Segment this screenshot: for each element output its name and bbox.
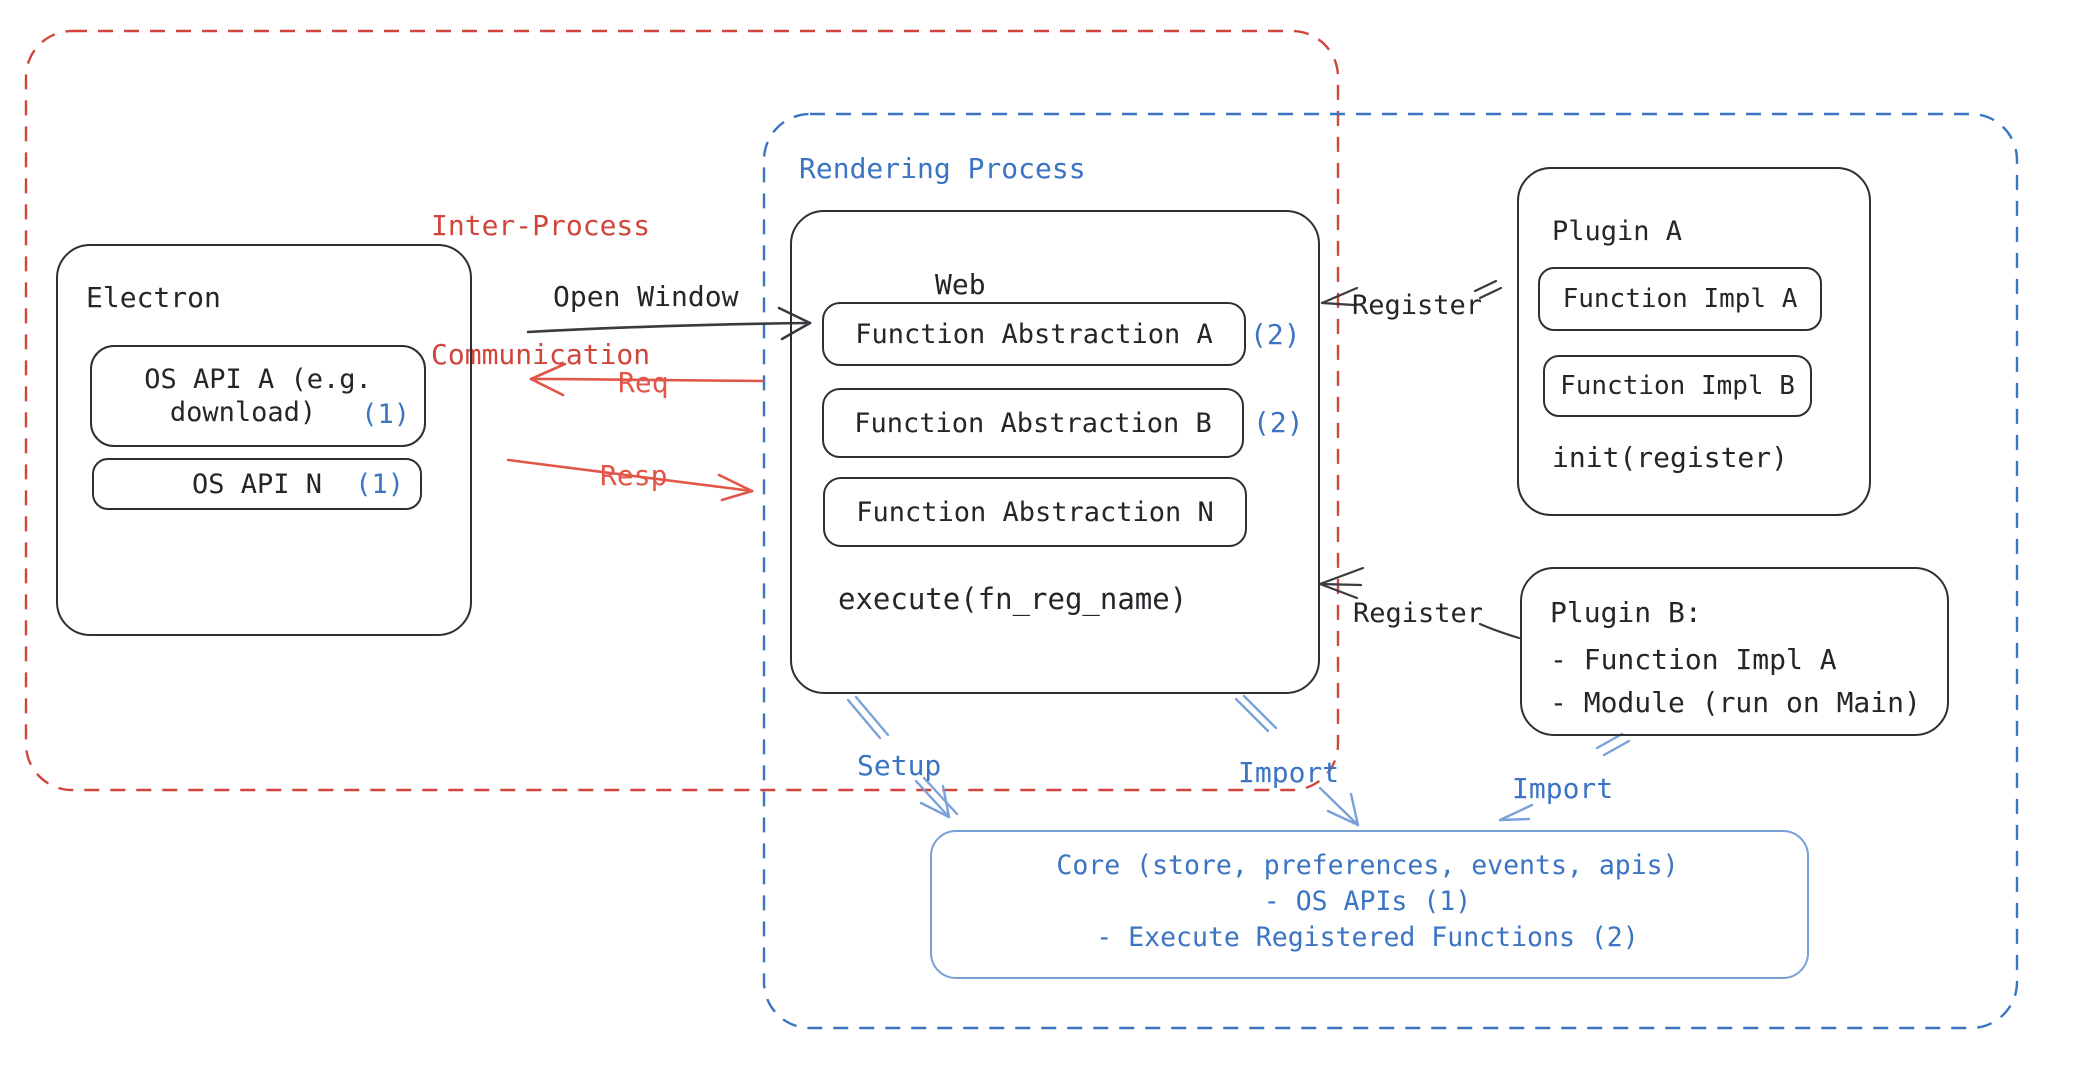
setup-label: Setup bbox=[857, 749, 942, 782]
os-api-a-badge: (1) bbox=[361, 399, 410, 430]
open-window-label: Open Window bbox=[553, 280, 739, 313]
fn-abstraction-b-label: Function Abstraction B bbox=[854, 407, 1212, 439]
plugin-b-item2: - Module (run on Main) bbox=[1550, 686, 1921, 719]
plugin-a-impl-b-label: Function Impl B bbox=[1560, 371, 1795, 401]
ipc-label-line2: Communication bbox=[431, 338, 651, 371]
fn-abstraction-a-label: Function Abstraction A bbox=[855, 318, 1213, 350]
ipc-label: Inter-Process Communication bbox=[431, 118, 650, 462]
os-api-n-badge: (1) bbox=[355, 469, 404, 500]
core-line1: Core (store, preferences, events, apis) bbox=[1056, 850, 1679, 881]
resp-label: Resp bbox=[600, 459, 668, 492]
plugin-a-box bbox=[1517, 167, 1871, 516]
core-line3: - Execute Registered Functions (2) bbox=[1096, 922, 1639, 953]
web-box bbox=[790, 210, 1320, 694]
os-api-n-label: OS API N bbox=[191, 468, 323, 500]
web-title: Web bbox=[935, 268, 986, 301]
os-api-a-box: OS API A (e.g. download) (1) bbox=[90, 345, 426, 447]
core-text: Core (store, preferences, events, apis) … bbox=[930, 848, 1805, 956]
req-label: Req bbox=[618, 366, 669, 399]
rendering-process-label: Rendering Process bbox=[799, 152, 1086, 185]
core-box bbox=[930, 830, 1809, 979]
import-plugin-label: Import bbox=[1512, 772, 1614, 805]
plugin-b-title: Plugin B: bbox=[1550, 596, 1702, 629]
electron-box bbox=[56, 244, 472, 636]
import-web-label: Import bbox=[1238, 756, 1340, 789]
register-b-label: Register bbox=[1353, 598, 1484, 629]
plugin-b-item1: - Function Impl A bbox=[1550, 643, 1837, 676]
ipc-label-line1: Inter-Process bbox=[431, 209, 651, 242]
plugin-b-box bbox=[1520, 567, 1949, 736]
fn-abstraction-a-box: Function Abstraction A bbox=[822, 302, 1246, 366]
plugin-a-impl-a-box: Function Impl A bbox=[1538, 267, 1822, 331]
execute-label: execute(fn_reg_name) bbox=[838, 582, 1188, 616]
fn-abstraction-b-badge: (2) bbox=[1253, 406, 1304, 439]
os-api-a-label: OS API A (e.g. download) bbox=[144, 364, 372, 428]
plugin-a-init-label: init(register) bbox=[1552, 441, 1789, 474]
core-line2: - OS APIs (1) bbox=[1263, 886, 1472, 917]
fn-abstraction-b-box: Function Abstraction B bbox=[822, 388, 1244, 458]
plugin-a-impl-a-label: Function Impl A bbox=[1562, 284, 1798, 314]
os-api-n-box: OS API N (1) bbox=[92, 458, 422, 510]
fn-abstraction-a-badge: (2) bbox=[1250, 318, 1301, 351]
register-a-label: Register bbox=[1352, 290, 1483, 321]
plugin-a-impl-b-box: Function Impl B bbox=[1543, 355, 1812, 417]
fn-abstraction-n-label: Function Abstraction N bbox=[856, 496, 1214, 528]
electron-title: Electron bbox=[86, 281, 221, 314]
plugin-a-title: Plugin A bbox=[1552, 216, 1683, 247]
fn-abstraction-n-box: Function Abstraction N bbox=[823, 477, 1247, 547]
